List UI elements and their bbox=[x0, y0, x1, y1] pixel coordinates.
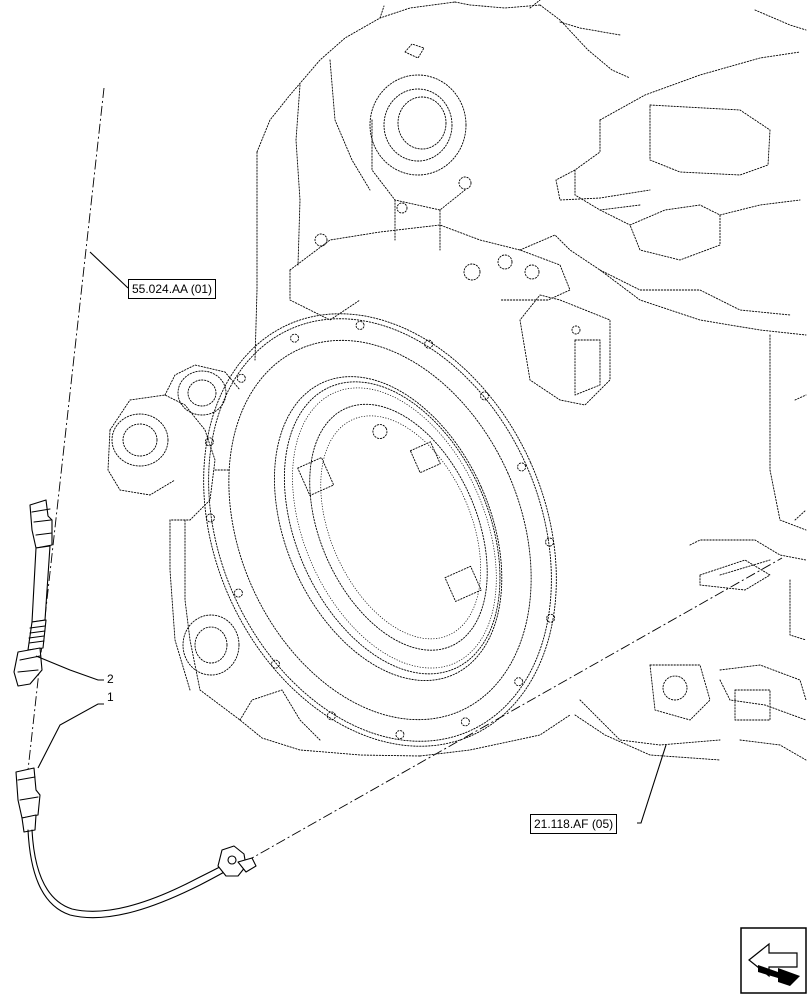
callout-item-1: 1 bbox=[107, 690, 114, 704]
center-line-sensor-to-housing bbox=[244, 557, 783, 863]
connector-harness bbox=[13, 499, 53, 687]
reference-label-bottom[interactable]: 21.118.AF (05) bbox=[530, 814, 618, 834]
leader-ref-top bbox=[89, 251, 129, 289]
transmission-housing bbox=[107, 0, 807, 761]
ring-flange bbox=[203, 313, 557, 747]
leader-item-2 bbox=[35, 655, 104, 681]
center-lines bbox=[27, 87, 783, 863]
next-page-arrow-icon[interactable] bbox=[740, 927, 807, 994]
callout-leaders bbox=[35, 251, 667, 824]
speed-sensor-assembly bbox=[15, 767, 257, 919]
reference-label-top[interactable]: 55.024.AA (01) bbox=[128, 279, 217, 299]
leader-ref-bottom bbox=[637, 744, 667, 824]
leader-item-1 bbox=[37, 703, 104, 769]
callout-item-2: 2 bbox=[107, 672, 114, 686]
